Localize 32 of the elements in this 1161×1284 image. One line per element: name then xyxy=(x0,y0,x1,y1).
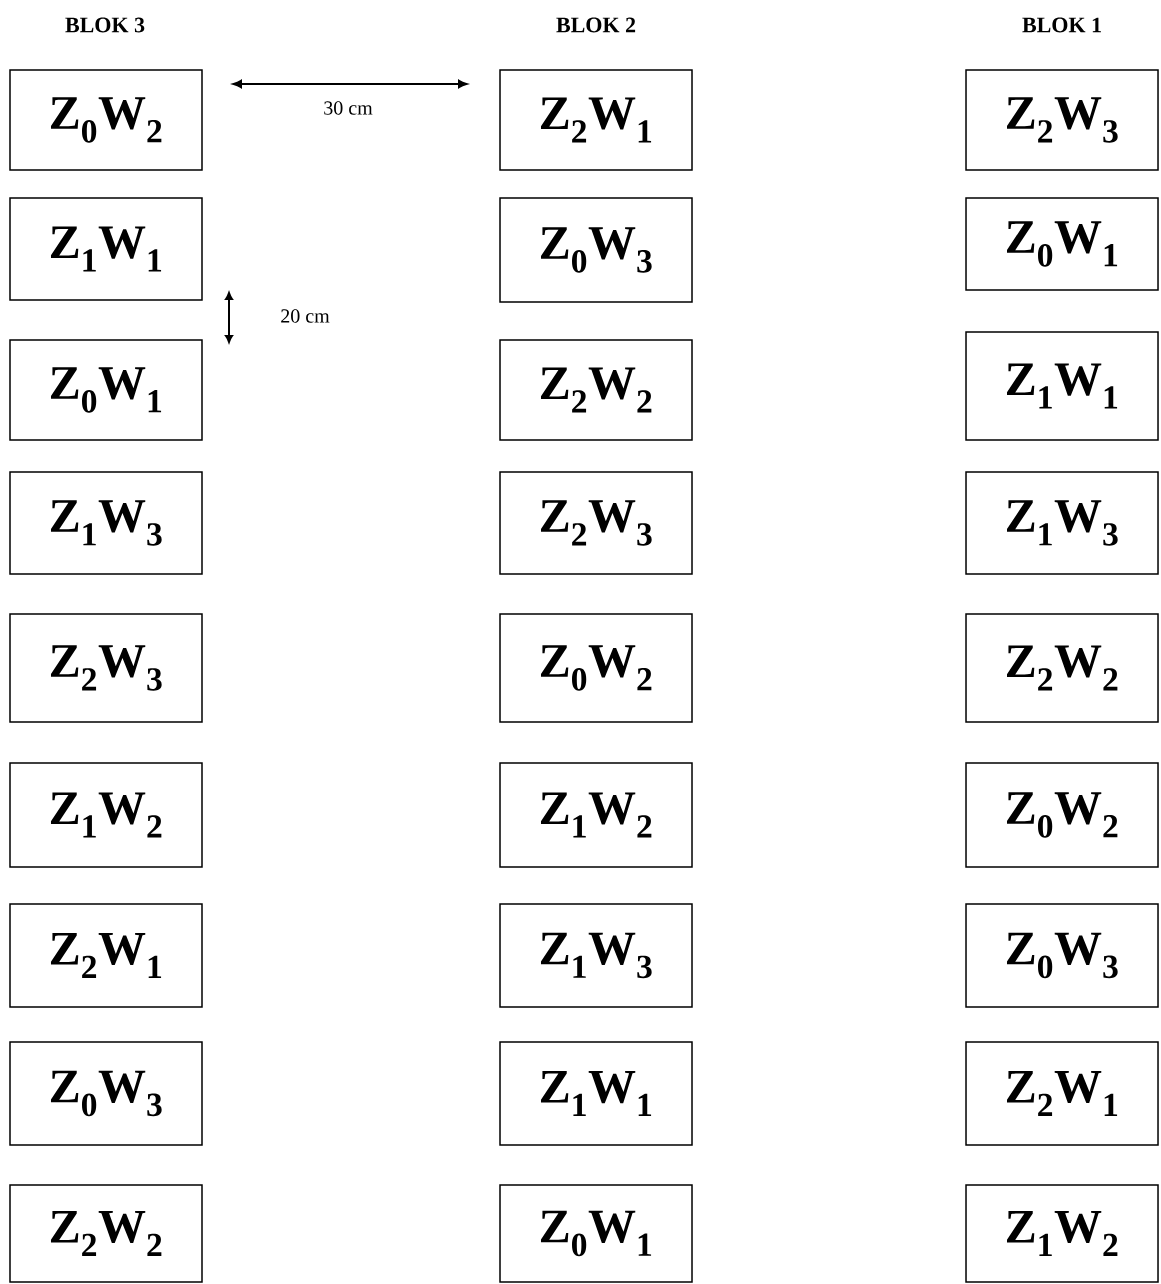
plot-box: Z$_{2}$W$_{1}$ xyxy=(9,903,203,1008)
plot-box: Z$_{0}$W$_{1}$ xyxy=(499,1184,693,1283)
plot-box: Z$_{0}$W$_{3}$ xyxy=(9,1041,203,1146)
plot-box: Z$_{0}$W$_{3}$ xyxy=(965,903,1159,1008)
plot-box: Z$_{0}$W$_{1}$ xyxy=(9,339,203,441)
plot-box: Z$_{1}$W$_{3}$ xyxy=(499,903,693,1008)
plot-box: Z$_{2}$W$_{2}$ xyxy=(965,613,1159,723)
dimension-label: 30 cm xyxy=(324,101,373,115)
plot-box: Z$_{0}$W$_{1}$ xyxy=(965,197,1159,291)
plot-box: Z$_{1}$W$_{2}$ xyxy=(965,1184,1159,1283)
column-heading: BLOK 2 xyxy=(556,17,636,33)
plot-box: Z$_{2}$W$_{1}$ xyxy=(499,69,693,171)
plot-box: Z$_{1}$W$_{1}$ xyxy=(9,197,203,301)
plot-box: Z$_{1}$W$_{2}$ xyxy=(9,762,203,868)
plot-box: Z$_{0}$W$_{2}$ xyxy=(499,613,693,723)
plot-box: Z$_{0}$W$_{2}$ xyxy=(965,762,1159,868)
dimension-label: 20 cm xyxy=(281,309,330,323)
column-heading: BLOK 3 xyxy=(65,17,145,33)
plot-box: Z$_{2}$W$_{1}$ xyxy=(965,1041,1159,1146)
column-heading: BLOK 1 xyxy=(1022,17,1101,33)
plot-box: Z$_{0}$W$_{2}$ xyxy=(9,69,203,171)
plot-box: Z$_{0}$W$_{3}$ xyxy=(499,197,693,303)
plot-box: Z$_{1}$W$_{1}$ xyxy=(965,331,1159,441)
plot-box: Z$_{1}$W$_{2}$ xyxy=(499,762,693,868)
plot-box: Z$_{1}$W$_{3}$ xyxy=(9,471,203,575)
plot-box: Z$_{2}$W$_{3}$ xyxy=(499,471,693,575)
plot-box: Z$_{1}$W$_{1}$ xyxy=(499,1041,693,1146)
plot-box: Z$_{1}$W$_{3}$ xyxy=(965,471,1159,575)
plot-box: Z$_{2}$W$_{2}$ xyxy=(499,339,693,441)
plot-box: Z$_{2}$W$_{3}$ xyxy=(965,69,1159,171)
plot-box: Z$_{2}$W$_{3}$ xyxy=(9,613,203,723)
plot-box: Z$_{2}$W$_{2}$ xyxy=(9,1184,203,1283)
